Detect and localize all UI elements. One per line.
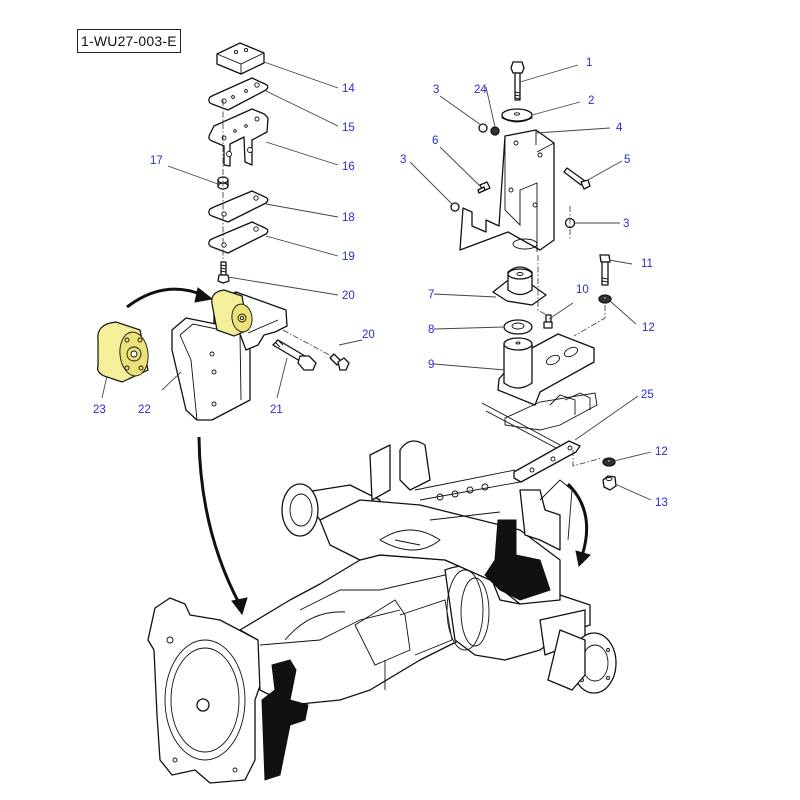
callout-8[interactable]: 8	[428, 324, 434, 336]
arrowhead-icon	[575, 550, 591, 568]
frame-rail-outline	[481, 392, 598, 451]
part-20-screw-upper[interactable]	[217, 261, 230, 284]
part-16-bracket[interactable]	[208, 108, 269, 167]
part-24-washer[interactable]	[490, 126, 500, 136]
callout-24[interactable]: 24	[474, 84, 487, 96]
part-10-screw[interactable]	[543, 314, 553, 329]
callout-15[interactable]: 15	[342, 122, 355, 134]
callout-19[interactable]: 19	[342, 251, 355, 263]
part-8-washer[interactable]	[503, 319, 533, 335]
callout-12-upper[interactable]: 12	[642, 322, 655, 334]
arrowhead-icon	[231, 597, 248, 616]
assembly-arrow-right	[566, 482, 589, 557]
part-19-plate[interactable]	[208, 221, 269, 254]
callout-11[interactable]: 11	[641, 258, 653, 270]
part-3-nut-upper[interactable]	[478, 123, 488, 133]
callout-17[interactable]: 17	[150, 155, 163, 167]
part-20-screw-lower[interactable]	[329, 353, 350, 371]
callout-labels: 14 15 16 17 18 19 20 20 21 22 23 1 2 3 2…	[93, 57, 668, 509]
part-12-washer-upper[interactable]	[598, 294, 612, 304]
callout-20-lower[interactable]: 20	[362, 329, 375, 341]
part-23-bushing[interactable]	[97, 321, 151, 383]
part-11-bolt[interactable]	[599, 254, 611, 286]
part-12-washer-lower[interactable]	[602, 457, 616, 467]
callout-25[interactable]: 25	[641, 389, 654, 401]
part-21-bolt[interactable]	[272, 339, 317, 371]
diagram-reference-code: 1-WU27-003-E	[77, 29, 181, 53]
part-4-bracket[interactable]	[459, 129, 555, 252]
part-25-plate[interactable]	[513, 440, 581, 483]
callout-5[interactable]: 5	[624, 154, 630, 166]
callout-20-upper[interactable]: 20	[342, 290, 355, 302]
part-9-support-bracket[interactable]	[497, 333, 595, 406]
callout-2[interactable]: 2	[588, 95, 594, 107]
part-2-washer[interactable]	[501, 108, 533, 123]
callout-12-lower[interactable]: 12	[655, 446, 668, 458]
arrowhead-icon	[194, 287, 214, 303]
callout-21[interactable]: 21	[270, 404, 283, 416]
part-7-rubber-mount[interactable]	[492, 266, 547, 306]
part-6-bolt[interactable]	[477, 181, 491, 194]
callout-18[interactable]: 18	[342, 212, 355, 224]
part-13-nut[interactable]	[602, 475, 617, 491]
part-3-nut-left[interactable]	[450, 202, 460, 212]
callout-23[interactable]: 23	[93, 404, 106, 416]
callout-1[interactable]: 1	[586, 57, 592, 69]
callout-9[interactable]: 9	[428, 359, 434, 371]
callout-3-left[interactable]: 3	[400, 154, 406, 166]
callout-3-upper[interactable]: 3	[433, 84, 439, 96]
part-18-plate[interactable]	[208, 190, 269, 223]
callout-7[interactable]: 7	[428, 289, 434, 301]
part-14-block[interactable]	[216, 42, 265, 75]
transmission-housing	[147, 440, 617, 784]
callout-4[interactable]: 4	[616, 122, 623, 134]
part-bushing-installed[interactable]	[211, 289, 254, 337]
part-15-plate[interactable]	[208, 77, 269, 111]
callout-6[interactable]: 6	[432, 135, 438, 147]
part-5-bolt[interactable]	[563, 167, 591, 190]
callout-13[interactable]: 13	[655, 497, 668, 509]
leader-lines	[101, 61, 652, 501]
callout-10[interactable]: 10	[576, 284, 589, 296]
callout-16[interactable]: 16	[342, 161, 355, 173]
callout-14[interactable]: 14	[342, 83, 355, 95]
part-1-bolt[interactable]	[510, 61, 525, 101]
callout-3-right[interactable]: 3	[623, 218, 629, 230]
callout-22[interactable]: 22	[138, 404, 151, 416]
assembly-arrow-upper-left	[126, 287, 206, 309]
assembly-arrow-left	[197, 436, 242, 606]
